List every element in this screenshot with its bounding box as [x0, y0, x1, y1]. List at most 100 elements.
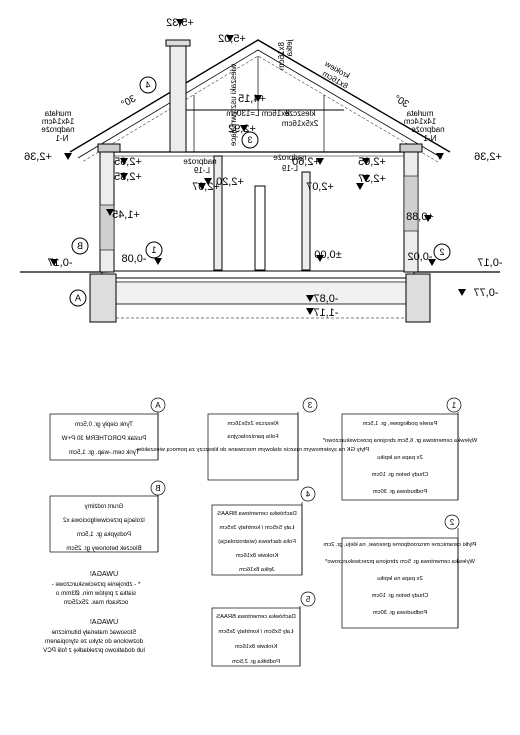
roof-outline: [69, 39, 451, 153]
legend-2-item-2: 2x papa na lepiku: [377, 576, 422, 582]
label-nadproze-mid2-type: L-19: [281, 164, 298, 173]
level-foundation: -0,87: [313, 293, 338, 305]
legend-4-item-2: Folia dachowa (wiatroizolacja): [218, 539, 296, 545]
legend-4-item-1: Łaty 5x5cm / kontrłaty 3x5cm: [219, 525, 294, 531]
legend-1-item-3: Chudy beton gr. 10cm: [371, 472, 428, 478]
legend-frames: [49, 397, 462, 667]
label-nadproze-left-type: N-1: [55, 134, 68, 143]
legend-a-item-2: Tynk cem.-wap. gr. 1,5cm: [69, 449, 140, 456]
level-ground-left: -0,17: [47, 257, 72, 269]
note2-title: UWAGA!: [90, 619, 118, 626]
roof-pitch-left: 30°: [119, 93, 138, 110]
marker-1: 1: [151, 245, 156, 255]
legend-b-item-0: Grunt rodzimy: [84, 503, 124, 510]
level-ceiling: +2,60: [292, 156, 320, 168]
level-lintel-right: +2,37: [358, 173, 386, 185]
section-circles: [69, 76, 451, 307]
legend-a-id: A: [155, 401, 161, 410]
label-kleszcze-size: 2x5x16cm: [281, 119, 318, 128]
legend-b-item-2: Podsypka gr. 1,5cm: [77, 531, 131, 538]
level-chimney-top: +5,02: [218, 33, 246, 45]
legend-1-item-0: Panele podłogowe, gr. 1,5cm: [362, 421, 437, 427]
legend-4-item-4: Jętka 8x16cm: [239, 567, 275, 573]
label-nadproze-mid1: nadproże: [183, 157, 217, 166]
footing-right: [89, 273, 117, 323]
label-jetka: jetka: [285, 39, 294, 57]
level-sill-left: +1,45: [112, 209, 140, 221]
level-ground-right: -0,17: [477, 257, 502, 269]
legend-5-item-1: Łaty 5x5cm / kontrłaty 3x5cm: [218, 629, 293, 635]
label-nadproze-mid2: nadproże: [273, 153, 307, 162]
legend-2-item-4: Podbudowa gr. 30cm: [373, 610, 428, 616]
legend-3-id: 3: [307, 401, 312, 410]
footing-left: [405, 273, 431, 323]
legend-b-id: B: [155, 484, 160, 493]
label-nadproze-right: nadproże: [411, 125, 445, 134]
legend-a-item-1: Pustak POROTHERM 30 P+W: [61, 435, 146, 442]
legend-4-item-3: Krokwie 8x16cm: [236, 553, 279, 559]
legend-1-id: 1: [451, 401, 456, 410]
partition-wall: [213, 155, 223, 271]
level-ridge-beam: +4,15: [238, 93, 266, 105]
sub-base: [103, 281, 413, 305]
legend-1-item-2: 2x papa na lepiku: [377, 455, 422, 461]
label-wieszak-size: 8x16cm L=130cm: [226, 109, 290, 118]
legend-b-item-1: Izolacja przeciwwilgociowa x2: [63, 517, 145, 524]
legend-3-item-2: Płyty GK na systemowym ruszcie stalowym …: [136, 447, 369, 453]
label-nadproze-left: nadproże: [41, 125, 75, 134]
level-bottom: -1,17: [313, 307, 338, 319]
level-header-mid-left: +2,07: [192, 181, 220, 193]
legend-4-id: 4: [305, 490, 310, 499]
legend-5-item-3: Podbitka gr. 2,5cm: [232, 659, 280, 665]
marker-b: B: [77, 241, 83, 251]
level-footing-right: -0,77: [473, 287, 498, 299]
marker-2: 2: [439, 247, 444, 257]
note1-line-2: oczkach max. 25x25cm: [64, 599, 129, 606]
note2-line-2: lub dodatkowo przekładkę z folii PCV: [42, 647, 145, 654]
level-lintel-left: +2,35: [114, 171, 142, 183]
note1-line-0: * - zbrojenie przeciwskurczowe -: [52, 581, 141, 588]
mirrored-sheet: [20, 19, 500, 667]
note1-line-1: siatka z prętów min. Ø3mm o: [55, 590, 136, 597]
level-door-head: +2,20: [216, 176, 244, 188]
note1-title: UWAGA!: [90, 571, 118, 578]
level-collar-tie: +2,92: [228, 123, 256, 135]
label-nadproze-right-type: N-1: [423, 134, 436, 143]
marker-4: 4: [145, 80, 150, 90]
marker-a: A: [75, 293, 81, 303]
legend-5-item-2: Krokwie 8x16cm: [235, 644, 278, 650]
chimney: [169, 43, 187, 153]
legend-a-item-0: Tynk ciepły gr. 0,5cm: [75, 421, 133, 428]
label-murlata-left: murłata: [44, 109, 71, 118]
door: [254, 185, 266, 271]
legend-1-item-4: Podbudowa gr. 30cm: [373, 489, 428, 495]
legend-3-item-0: Kleszcze 2x5x16cm: [227, 421, 278, 427]
legend-2-item-1: Wylewka cementowa gr. 5cm zbrojona przec…: [324, 559, 475, 565]
level-floor-right: -0,02: [407, 251, 432, 263]
legend-4-item-0: Dachówka cementowa BRAAS: [217, 511, 297, 517]
legend-b-item-3: Bloczek betonowy gr. 25cm: [66, 545, 141, 552]
level-floor-zero: ±0,00: [314, 249, 341, 261]
level-eave-left: +2,36: [24, 151, 52, 163]
level-markers: [50, 19, 466, 315]
building-section: [20, 39, 500, 323]
level-header-mid-right: +2,07: [306, 181, 334, 193]
level-floor-left: -0,08: [121, 253, 146, 265]
legend-3-item-1: Folia paroizolacyjna: [227, 434, 279, 440]
level-plate-left: +2,65: [114, 156, 142, 168]
floor-slab: [101, 270, 415, 279]
level-plate-right: +2,65: [358, 156, 386, 168]
legend-2-item-0: Płytki ceramiczne mrozoodporne gresowe, …: [323, 542, 476, 548]
label-wieszak: wieszaki usztywniające: [229, 63, 238, 147]
legend-1-item-1: Wylewka cementowa gr. 6,5cm zbrojona prz…: [322, 438, 477, 444]
legend-5-id: 5: [305, 595, 310, 604]
roof-pitch-right: 30°: [392, 93, 411, 110]
level-ridge: +5,32: [166, 17, 194, 29]
label-murlata-right: murłata: [406, 109, 433, 118]
label-jetka-size: 8x16cm: [277, 42, 286, 70]
level-eave-right: +2,36: [474, 151, 502, 163]
label-murlata-left-size: 14x14cm: [41, 117, 74, 126]
label-murlata-right-size: 14x14cm: [403, 117, 436, 126]
